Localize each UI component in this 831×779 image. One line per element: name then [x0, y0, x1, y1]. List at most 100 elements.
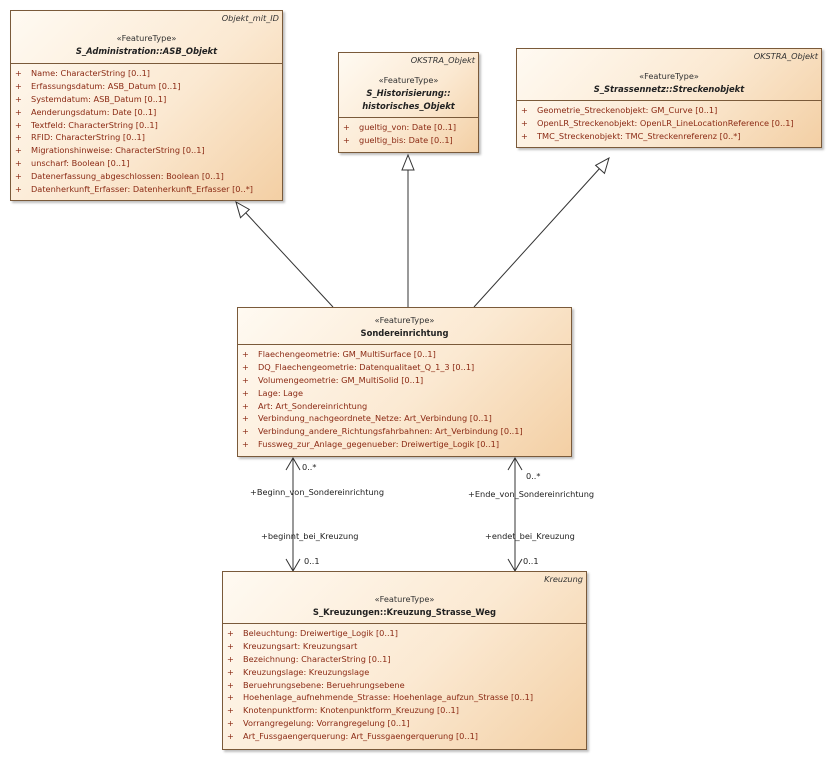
- attribute-row: +Fussweg_zur_Anlage_gegenueber: Dreiwert…: [238, 438, 571, 451]
- attribute-text: Migrationshinweise: CharacterString [0..…: [31, 145, 205, 156]
- class-name: S_Administration::ASB_Objekt: [75, 46, 218, 56]
- attribute-text: Kreuzungslage: Kreuzungslage: [243, 666, 370, 677]
- visibility-marker: +: [227, 628, 234, 638]
- class-asb-objekt[interactable]: Objekt_mit_ID «FeatureType» S_Administra…: [10, 10, 283, 201]
- visibility-marker: +: [521, 130, 528, 141]
- visibility-marker: +: [343, 122, 350, 132]
- attribute-text: gueltig_bis: Date [0..1]: [359, 134, 453, 145]
- visibility-marker: +: [227, 692, 234, 703]
- attribute-row: +Knotenpunktform: Knotenpunktform_Kreuzu…: [223, 704, 586, 717]
- attribute-text: Datenerfassung_abgeschlossen: Boolean [0…: [31, 171, 224, 182]
- attribute-row: + Bezeichnung: CharacterString [0..1]: [223, 653, 586, 666]
- visibility-marker: +: [15, 171, 22, 182]
- class-name-line2: historisches_Objekt: [362, 101, 455, 111]
- attribute-text: Textfeld: CharacterString [0..1]: [31, 119, 158, 130]
- attribute-row: +Systemdatum: ASB_Datum [0..1]: [11, 93, 282, 106]
- attribute-text: Erfassungsdatum: ASB_Datum [0..1]: [31, 80, 181, 91]
- attribute-text: Lage: Lage: [258, 387, 303, 398]
- stereotype-label: «FeatureType»: [374, 594, 435, 604]
- generalization-asb-arrowhead: [235, 200, 251, 219]
- visibility-marker: +: [242, 400, 249, 411]
- visibility-marker: +: [227, 731, 234, 742]
- parent-class-label: Kreuzung: [544, 574, 583, 584]
- attribute-text: unscharf: Boolean [0..1]: [31, 158, 130, 169]
- class-historisches-objekt[interactable]: OKSTRA_Objekt «FeatureType» S_Historisie…: [338, 52, 479, 153]
- attribute-list: +Name: CharacterString [0..1]+Erfassungs…: [11, 64, 282, 196]
- visibility-marker: +: [242, 439, 249, 450]
- attribute-row: + Geometrie_Streckenobjekt: GM_Curve [0..…: [517, 104, 821, 117]
- ende-upper-multiplicity: 0..*: [526, 471, 541, 481]
- attribute-text: Beruehrungsebene: Beruehrungsebene: [243, 679, 405, 690]
- attribute-row: +Migrationshinweise: CharacterString [0.…: [11, 144, 282, 157]
- attribute-text: Name: CharacterString [0..1]: [31, 68, 150, 78]
- visibility-marker: +: [227, 679, 234, 690]
- visibility-marker: +: [242, 426, 249, 437]
- attribute-row: +gueltig_von: Date [0..1]: [339, 121, 478, 134]
- stereotype-label: «FeatureType»: [374, 315, 435, 325]
- attribute-text: Art_Fussgaengerquerung: Art_Fussgaengerq…: [243, 731, 479, 742]
- beginn-upper-role: +Beginn_von_Sondereinrichtung: [250, 487, 385, 497]
- attribute-list: +gueltig_von: Date [0..1]+gueltig_bis: D…: [339, 118, 478, 147]
- attribute-text: Datenherkunft_Erfasser: Datenherkunft_Er…: [31, 184, 253, 195]
- attribute-row: +Lage: Lage: [238, 387, 571, 400]
- visibility-marker: +: [521, 105, 528, 115]
- attribute-row: + Name: CharacterString [0..1]: [11, 67, 282, 80]
- parent-class-label: Objekt_mit_ID: [221, 13, 279, 23]
- attribute-text: Knotenpunktform: Knotenpunktform_Kreuzun…: [243, 705, 459, 716]
- attribute-row: + Hoehenlage_aufnehmende_Strasse: Hoehenl…: [223, 691, 586, 704]
- attribute-row: + RFID: CharacterString [0..1]: [11, 131, 282, 144]
- attribute-row: + Flaechengeometrie: GM_MultiSurface [0..…: [238, 348, 571, 361]
- generalization-strecke-arrowhead: [594, 156, 610, 175]
- stereotype-label: «FeatureType»: [116, 33, 177, 43]
- attribute-text: Volumengeometrie: GM_MultiSolid [0..1]: [258, 374, 424, 385]
- class-name-line1: S_Historisierung::: [366, 88, 451, 98]
- class-streckenobjekt[interactable]: OKSTRA_Objekt «FeatureType» S_Strassenne…: [516, 48, 822, 148]
- class-kreuzung-strasse-weg[interactable]: Kreuzung «FeatureType» S_Kreuzungen::Kre…: [222, 571, 587, 750]
- class-name: S_Strassennetz::Streckenobjekt: [593, 84, 745, 94]
- attribute-text: Bezeichnung: CharacterString [0..1]: [243, 653, 391, 664]
- visibility-marker: +: [242, 413, 249, 424]
- stereotype-label: «FeatureType»: [639, 71, 699, 81]
- generalization-asb-line: [244, 211, 334, 308]
- attribute-text: TMC_Streckenobjekt: TMC_Streckenreferenz…: [537, 130, 741, 141]
- attribute-row: + Beleuchtung: Dreiwertige_Logik [0..1]: [223, 627, 586, 640]
- attribute-row: +Erfassungsdatum: ASB_Datum [0..1]: [11, 80, 282, 93]
- attribute-text: Geometrie_Streckenobjekt: GM_Curve [0..1…: [537, 105, 718, 115]
- attribute-text: Verbindung_nachgeordnete_Netze: Art_Verb…: [258, 413, 492, 424]
- attribute-row: +unscharf: Boolean [0..1]: [11, 157, 282, 170]
- attribute-row: +Aenderungsdatum: Date [0..1]: [11, 106, 282, 119]
- beginn-lower-role: +beginnt_bei_Kreuzung: [261, 531, 359, 541]
- ende-lower-role: +endet_bei_Kreuzung: [485, 531, 575, 541]
- attribute-row: +DQ_Flaechengeometrie: Datenqualitaet_Q_…: [238, 361, 571, 374]
- attribute-text: RFID: CharacterString [0..1]: [31, 132, 145, 143]
- attribute-row: + Beruehrungsebene: Beruehrungsebene: [223, 679, 586, 692]
- visibility-marker: +: [242, 374, 249, 385]
- class-sondereinrichtung[interactable]: «FeatureType» Sondereinrichtung + Flaeche…: [237, 307, 572, 457]
- attribute-text: Hoehenlage_aufnehmende_Strasse: Hoehenla…: [243, 692, 534, 703]
- visibility-marker: +: [15, 68, 22, 78]
- visibility-marker: +: [227, 640, 234, 651]
- attribute-row: + TMC_Streckenobjekt: TMC_Streckenreferen…: [517, 130, 821, 143]
- attribute-row: + Art_Fussgaengerquerung: Art_Fussgaenger…: [223, 730, 586, 743]
- generalization-strecke-line: [473, 167, 601, 308]
- attribute-row: +Kreuzungsart: Kreuzungsart: [223, 640, 586, 653]
- attribute-row: +Verbindung_andere_Richtungsfahrbahnen: …: [238, 425, 571, 438]
- attribute-row: +gueltig_bis: Date [0..1]: [339, 134, 478, 147]
- ende-lower-multiplicity: 0..1: [523, 556, 539, 566]
- visibility-marker: +: [227, 666, 234, 677]
- visibility-marker: +: [521, 117, 528, 128]
- attribute-text: OpenLR_Streckenobjekt: OpenLR_LineLocati…: [537, 117, 794, 128]
- visibility-marker: +: [227, 653, 234, 664]
- attribute-list: + Flaechengeometrie: GM_MultiSurface [0..…: [238, 345, 571, 451]
- visibility-marker: +: [242, 349, 249, 359]
- visibility-marker: +: [15, 132, 22, 143]
- parent-class-label: OKSTRA_Objekt: [410, 55, 475, 65]
- attribute-text: Systemdatum: ASB_Datum [0..1]: [31, 93, 167, 104]
- association-ende-top-arrow: [507, 457, 523, 471]
- attribute-row: + OpenLR_Streckenobjekt: OpenLR_LineLocat…: [517, 117, 821, 130]
- visibility-marker: +: [15, 119, 22, 130]
- parent-class-label: OKSTRA_Objekt: [753, 51, 818, 61]
- attribute-text: Beleuchtung: Dreiwertige_Logik [0..1]: [243, 628, 398, 638]
- class-name: Sondereinrichtung: [360, 328, 449, 338]
- attribute-text: Flaechengeometrie: GM_MultiSurface [0..1…: [258, 349, 436, 359]
